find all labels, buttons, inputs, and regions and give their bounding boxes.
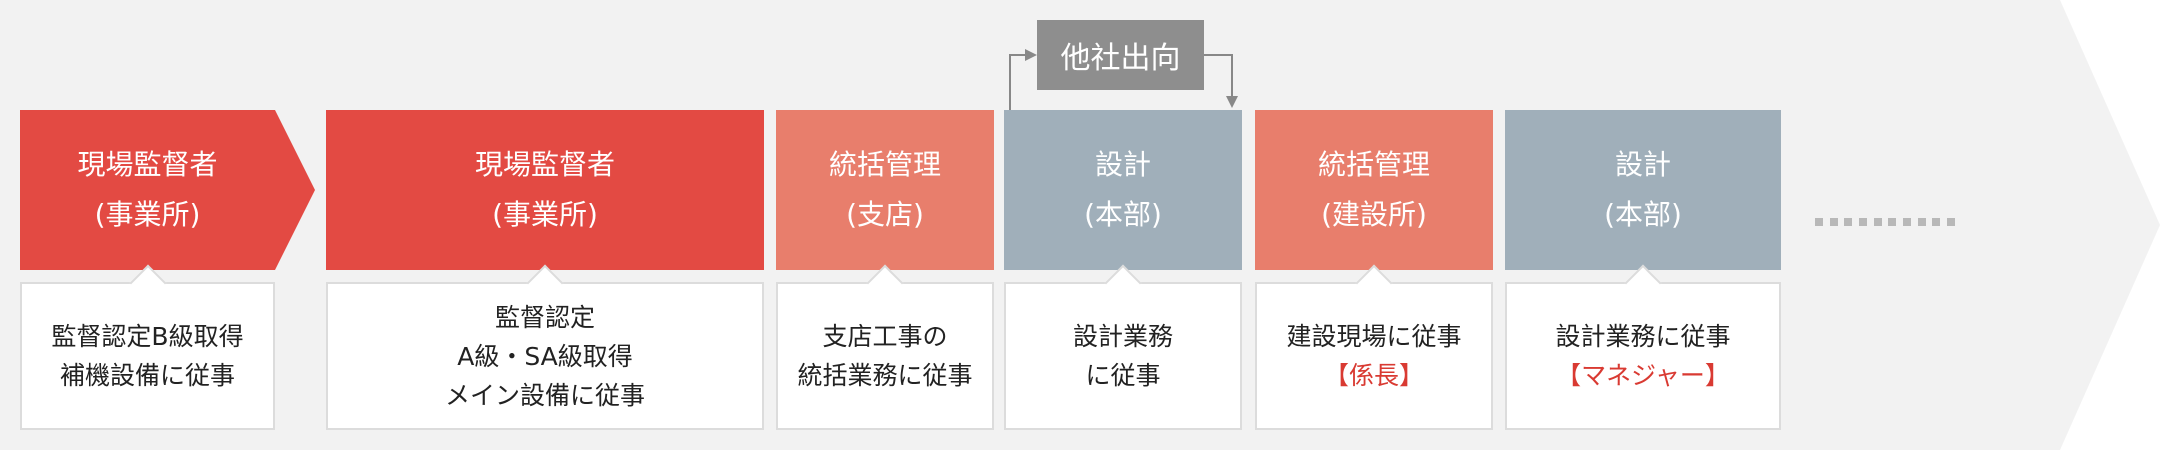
stage-1-title: 現場監督者 (77, 148, 218, 181)
ellipsis-dot (1815, 218, 1823, 226)
stage-2-desc-line-2: A級・SA級取得 (457, 341, 633, 371)
stage-6-title: 設計 (1614, 148, 1671, 181)
secondment-connector-right (1204, 54, 1233, 96)
secondment-connector-left-arrowhead (1025, 49, 1037, 61)
stage-3-description: 支店工事の 統括業務に従事 (776, 264, 994, 430)
stage-5-desc-line-2: 【係長】 (1323, 361, 1424, 390)
stage-3-desc-line-1: 支店工事の (822, 322, 948, 351)
ellipsis-dot (1932, 218, 1941, 226)
stage-6-box: 設計 (本部) (1505, 110, 1781, 270)
stage-5-location: (建設所) (1321, 198, 1427, 231)
stage-6-desc-line-1: 設計業務に従事 (1555, 322, 1731, 351)
stage-2-location: (事業所) (492, 198, 598, 231)
stage-2-description: 監督認定 A級・SA級取得 メイン設備に従事 (326, 264, 764, 430)
ellipsis-dot (1829, 218, 1838, 226)
stage-6-description: 設計業務に従事 【マネジャー】 (1505, 264, 1781, 430)
stage-4-desc-line-2: に従事 (1085, 361, 1161, 390)
stage-5-box: 統括管理 (建設所) (1255, 110, 1493, 270)
stage-3-box: 統括管理 (支店) (776, 110, 994, 270)
stage-5-desc-line-1: 建設現場に従事 (1286, 322, 1462, 351)
stage-4-description: 設計業務 に従事 (1004, 264, 1242, 430)
stage-6-location: (本部) (1604, 198, 1682, 231)
stage-1-desc-line-1: 監督認定B級取得 (51, 322, 244, 351)
stage-4-location: (本部) (1084, 198, 1162, 231)
continuation-ellipsis (1815, 218, 1955, 226)
ellipsis-dot (1946, 218, 1955, 226)
stage-2-box: 現場監督者 (事業所) (326, 110, 764, 270)
secondment-label: 他社出向 (1037, 20, 1204, 90)
ellipsis-dot (1888, 218, 1897, 226)
secondment-connector-right-arrowhead (1226, 96, 1238, 108)
stage-2-title: 現場監督者 (474, 148, 615, 181)
secondment-connector-left (1009, 54, 1025, 110)
stage-1-desc-line-2: 補機設備に従事 (59, 361, 235, 390)
stage-1-box: 現場監督者 (事業所) (20, 110, 275, 270)
ellipsis-dot (1902, 218, 1911, 226)
stage-3-title: 統括管理 (828, 148, 941, 181)
stage-2-desc-line-1: 監督認定 (494, 302, 595, 332)
stage-4-box: 設計 (本部) (1004, 110, 1242, 270)
stage-3-desc-line-2: 統括業務に従事 (797, 361, 973, 390)
ellipsis-dot (1844, 218, 1853, 226)
stage-6-desc-line-2: 【マネジャー】 (1556, 361, 1730, 390)
stage-3-location: (支店) (846, 198, 924, 231)
stage-1-location: (事業所) (94, 198, 201, 231)
stage-5-title: 統括管理 (1317, 148, 1430, 181)
stage-4-title: 設計 (1094, 148, 1151, 181)
ellipsis-dot (1873, 218, 1882, 226)
ellipsis-dot (1917, 218, 1926, 226)
stage-1-description: 監督認定B級取得 補機設備に従事 (20, 264, 275, 430)
stage-2-desc-line-3: メイン設備に従事 (444, 380, 645, 410)
stage-5-description: 建設現場に従事 【係長】 (1255, 264, 1493, 430)
ellipsis-dot (1858, 218, 1867, 226)
stage-1-arrow-shape (20, 110, 315, 270)
stage-4-desc-line-1: 設計業務 (1072, 322, 1173, 351)
